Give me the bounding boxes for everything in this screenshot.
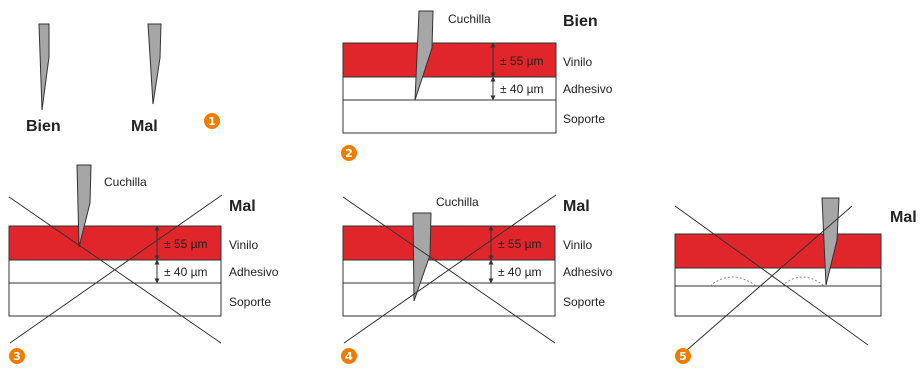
- lifted-adhesive-curve: [781, 276, 825, 287]
- step-1-badge-icon: [204, 113, 220, 129]
- blade-icon: [76, 164, 92, 248]
- backing-layer: [342, 282, 556, 317]
- adhesive-thickness: ± 40 µm: [500, 82, 544, 96]
- vinyl-label: Vinilo: [229, 238, 258, 252]
- panel-2: Cuchilla Bien ± 55 µm ± 40 µm Vinilo Adh…: [341, 10, 613, 161]
- verdict-label: Mal: [890, 209, 917, 226]
- vinyl-layer: [342, 225, 556, 261]
- step-4-number: 4: [345, 350, 353, 363]
- good-label: Bien: [26, 118, 61, 135]
- adhesive-thickness: ± 40 µm: [498, 265, 542, 279]
- step-1-number: 1: [208, 115, 216, 128]
- adhesive-label: Adhesivo: [229, 265, 279, 279]
- vinyl-label: Vinilo: [563, 238, 592, 252]
- step-2-badge-icon: [341, 145, 357, 161]
- verdict-label: Bien: [563, 13, 598, 30]
- panel-5: Mal 5: [674, 197, 917, 364]
- backing-label: Soporte: [229, 295, 271, 309]
- panel-4: Cuchilla Mal ± 55 µm ± 40 µm Vinilo Adhe…: [341, 194, 613, 364]
- backing-label: Soporte: [563, 112, 605, 126]
- backing-label: Soporte: [563, 295, 605, 309]
- vinyl-thickness: ± 55 µm: [498, 237, 542, 251]
- step-2-number: 2: [345, 147, 353, 160]
- blade-icon: [412, 212, 432, 302]
- adhesive-label: Adhesivo: [563, 82, 613, 96]
- bad-blade-icon: [147, 23, 162, 105]
- blade-label: Cuchilla: [104, 175, 147, 189]
- step-3-badge-icon: [9, 348, 25, 364]
- adhesive-thickness: ± 40 µm: [164, 265, 208, 279]
- cross-out-line: [674, 205, 869, 346]
- vinyl-thickness: ± 55 µm: [500, 54, 544, 68]
- blade-label: Cuchilla: [436, 195, 479, 209]
- panel-3: Cuchilla Mal ± 55 µm ± 40 µm Vinilo Adhe…: [8, 164, 279, 364]
- cross-out-line: [686, 205, 853, 351]
- vinyl-layer: [674, 233, 882, 269]
- step-5-badge-icon: [675, 348, 691, 364]
- blade-label: Cuchilla: [448, 12, 491, 26]
- blade-icon: [821, 197, 840, 286]
- vinyl-layer: [8, 225, 222, 261]
- verdict-label: Mal: [229, 198, 256, 215]
- bad-label: Mal: [131, 118, 158, 135]
- backing-layer: [674, 285, 882, 317]
- step-3-number: 3: [13, 350, 21, 363]
- verdict-label: Mal: [563, 198, 590, 215]
- vinyl-label: Vinilo: [563, 55, 592, 69]
- vinyl-layer: [342, 42, 557, 78]
- cross-out-line: [9, 194, 223, 344]
- cross-out-line: [343, 194, 557, 344]
- panel-1: Bien Mal 1: [26, 23, 220, 135]
- backing-layer: [8, 282, 222, 317]
- step-4-badge-icon: [341, 348, 357, 364]
- lifted-adhesive-curve: [709, 276, 757, 287]
- vinyl-thickness: ± 55 µm: [164, 237, 208, 251]
- blade-icon: [414, 10, 434, 101]
- good-blade-icon: [38, 23, 50, 111]
- adhesive-label: Adhesivo: [563, 265, 613, 279]
- step-5-number: 5: [679, 350, 687, 363]
- backing-layer: [342, 99, 557, 134]
